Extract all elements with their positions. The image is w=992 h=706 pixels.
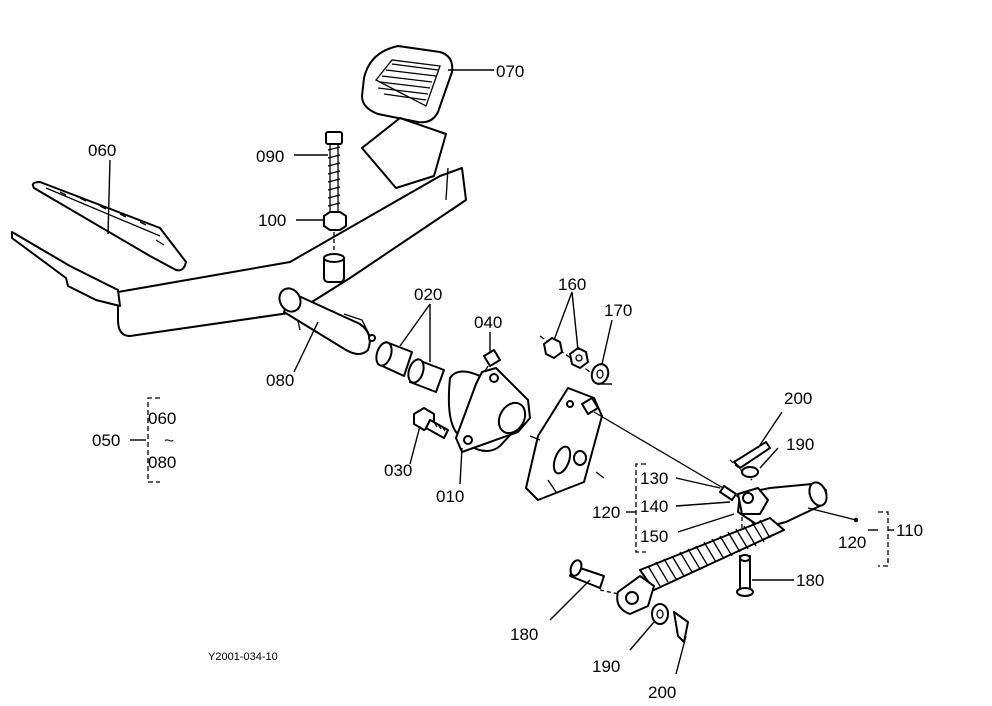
label-group-080: 080 — [148, 453, 176, 472]
figure-code: Y2001-034-10 — [208, 651, 278, 663]
label-120-right: 120 — [838, 533, 866, 552]
lower-washer-cotter — [651, 603, 689, 643]
label-170: 170 — [604, 301, 632, 320]
lower-clevis-pin — [569, 559, 605, 589]
label-200-lower: 200 — [648, 683, 676, 702]
label-100: 100 — [258, 211, 286, 230]
label-060: 060 — [88, 141, 116, 160]
label-180-left: 180 — [510, 625, 538, 644]
label-110: 110 — [896, 521, 923, 540]
label-040: 040 — [474, 313, 502, 332]
pedal-bracket — [447, 367, 531, 453]
mounting-bolt — [413, 407, 449, 439]
pedal-arm — [117, 117, 467, 337]
label-150: 150 — [640, 527, 668, 546]
label-120-left: 120 — [592, 503, 620, 522]
part-labels: 070 060 090 100 020 040 160 170 080 050 … — [88, 62, 923, 702]
label-010: 010 — [436, 487, 464, 506]
label-070: 070 — [496, 62, 524, 81]
label-140: 140 — [640, 497, 668, 516]
label-group-060: 060 — [148, 409, 176, 428]
label-190-upper: 190 — [786, 435, 814, 454]
label-030: 030 — [384, 461, 412, 480]
nut — [323, 211, 347, 283]
group-tilde: ~ — [164, 431, 174, 450]
upper-clevis-pin — [736, 554, 754, 597]
spring-rod-assembly — [616, 481, 828, 615]
label-050: 050 — [92, 431, 120, 450]
label-130: 130 — [640, 469, 668, 488]
label-180-right: 180 — [796, 571, 824, 590]
leader-lines — [107, 69, 894, 675]
group-brackets — [147, 397, 889, 567]
pedal-shaft — [278, 287, 376, 355]
label-160: 160 — [558, 275, 586, 294]
leader-dot — [853, 517, 859, 523]
label-200-upper: 200 — [784, 389, 812, 408]
pedal-pad — [361, 45, 454, 124]
upper-cotter-pin — [733, 441, 771, 478]
label-190-lower: 190 — [592, 657, 620, 676]
label-090: 090 — [256, 147, 284, 166]
footboard — [11, 181, 187, 307]
label-080: 080 — [266, 371, 294, 390]
mounting-plate — [525, 387, 605, 501]
bushings — [375, 341, 445, 393]
nuts-and-washer — [539, 335, 610, 385]
bolt — [325, 131, 343, 212]
label-020: 020 — [414, 285, 442, 304]
